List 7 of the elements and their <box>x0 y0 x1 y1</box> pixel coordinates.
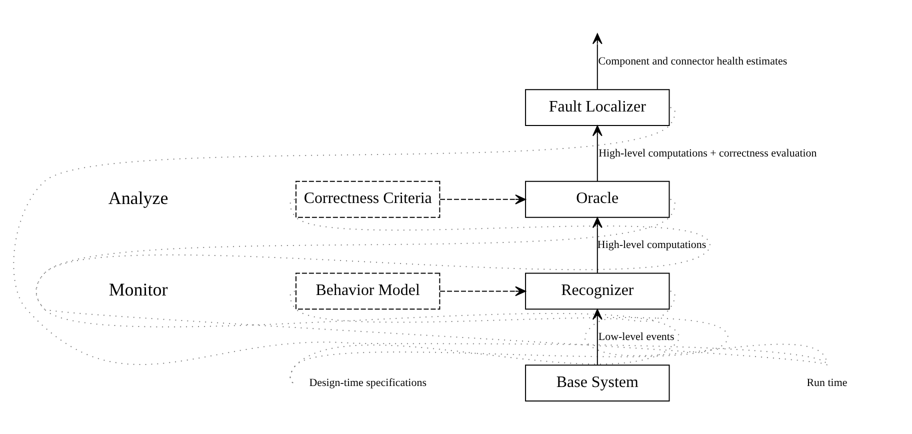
node-text: Design-time specifications <box>309 376 426 389</box>
label: Analyze <box>108 188 168 208</box>
edge-label: High-level computations + correctness evaluation <box>598 147 817 160</box>
edge-label: Low-level events <box>598 330 674 343</box>
node-text: Run time <box>806 376 848 389</box>
label: Monitor <box>108 280 168 300</box>
edge-label: Component and connector health estimates <box>598 55 788 68</box>
